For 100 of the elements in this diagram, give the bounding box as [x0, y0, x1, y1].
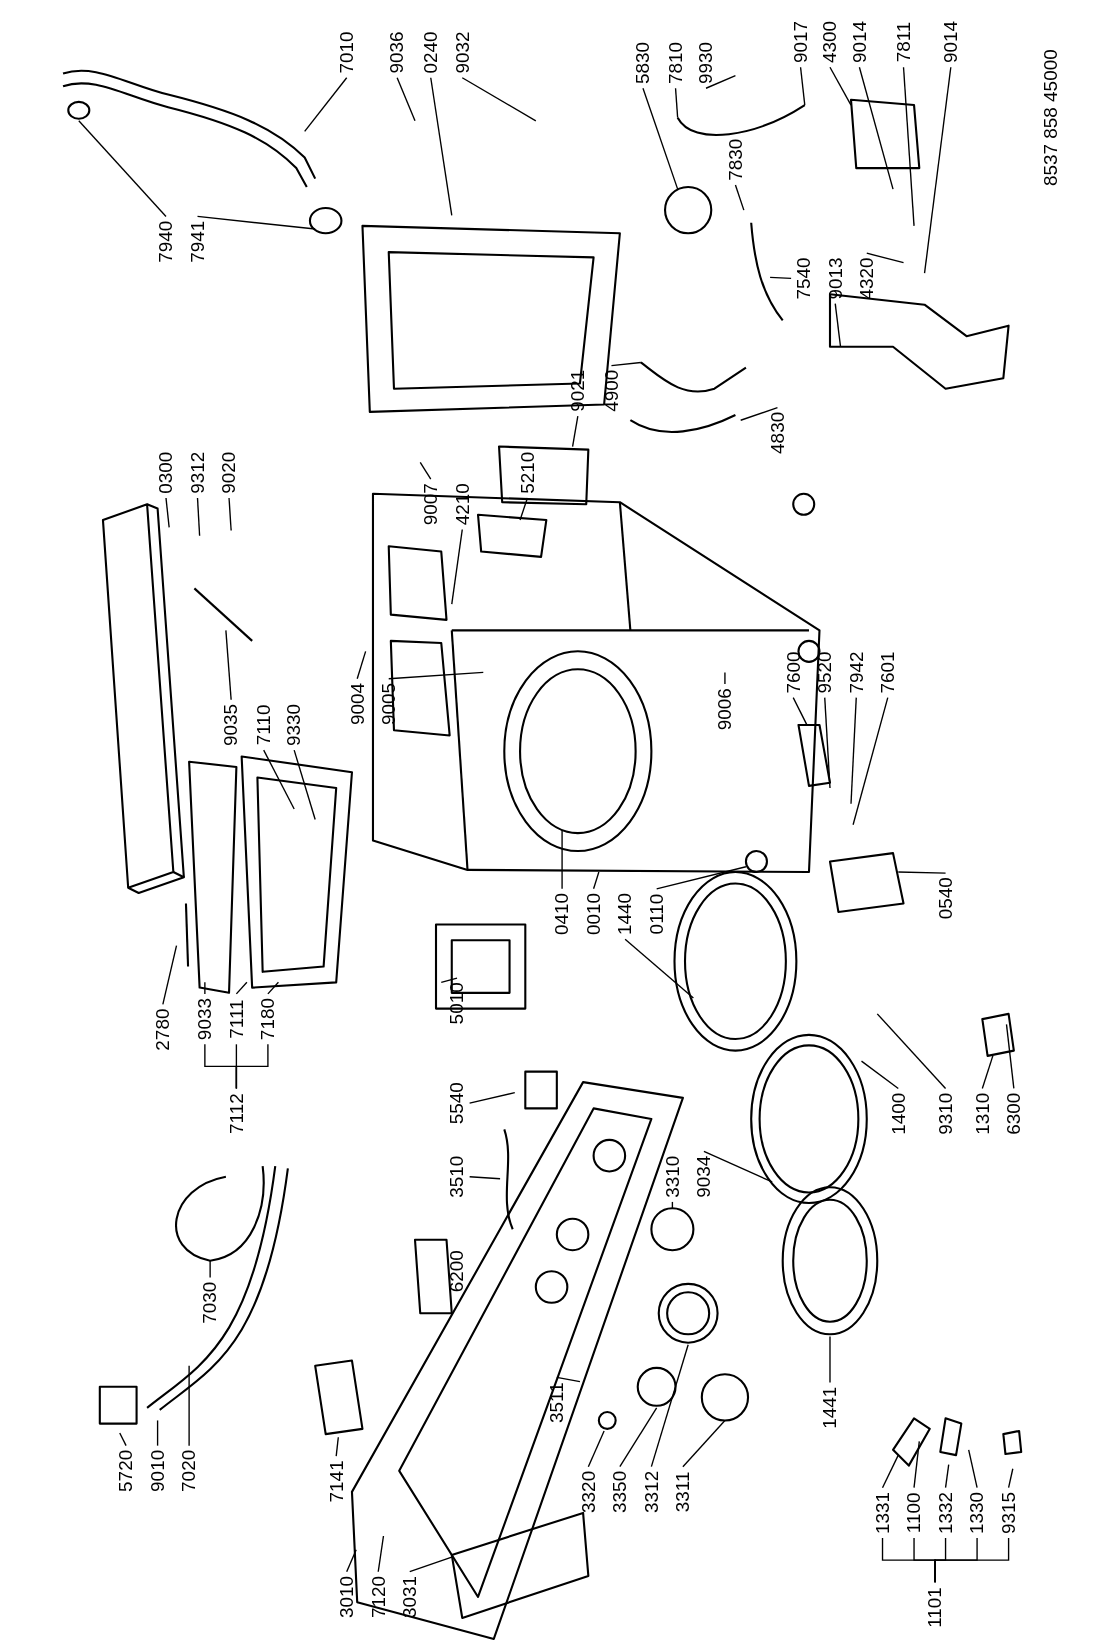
callout-number: 9032	[452, 31, 472, 74]
leader-line	[619, 1407, 658, 1468]
leader-line	[468, 1176, 501, 1180]
callout-number: 7180	[258, 998, 278, 1041]
leader-line	[356, 650, 367, 680]
callout-number: 3010	[337, 1575, 357, 1618]
leader-line	[1007, 1468, 1014, 1489]
leader-line	[829, 1335, 831, 1384]
leader-line	[705, 74, 737, 89]
leader-line	[682, 1419, 726, 1468]
callout-number: 3031	[400, 1575, 420, 1618]
callout-number: 7811	[894, 21, 913, 63]
leader-line	[430, 77, 453, 217]
callout-number: 2780	[153, 1008, 173, 1051]
callout-number: 3312	[641, 1470, 661, 1513]
leader-line	[556, 1376, 581, 1383]
callout-number: 4320	[857, 257, 877, 300]
leader-line	[461, 77, 537, 122]
callout-number: 7941	[188, 220, 207, 263]
callout-number: 1441	[820, 1386, 840, 1429]
leader-line	[1005, 1023, 1015, 1090]
leader-line	[346, 1549, 357, 1573]
leader-line	[769, 276, 792, 280]
leader-line	[650, 1344, 689, 1468]
callout-number: 6200	[447, 1250, 467, 1293]
leader-line	[876, 1013, 947, 1090]
callout-number: 9033	[195, 998, 215, 1041]
leader-line	[792, 696, 808, 726]
callout-number: 9315	[999, 1491, 1019, 1534]
callout-number: 7830	[726, 138, 745, 181]
leader-line	[209, 1260, 211, 1279]
callout-number: 9017	[791, 21, 811, 64]
leader-line	[293, 749, 316, 821]
leader-line	[571, 415, 579, 448]
leader-line	[468, 1091, 516, 1104]
callout-number: 7540	[794, 257, 814, 300]
callout-number: 4300	[820, 21, 840, 64]
callout-number: 9312	[188, 451, 207, 494]
callout-number: 1330	[967, 1491, 987, 1534]
leader-line	[225, 629, 232, 701]
callout-number: 7110	[254, 704, 274, 746]
leader-line	[913, 1440, 920, 1489]
leader-line	[162, 944, 178, 1006]
callout-number: 7810	[666, 42, 685, 85]
leader-line	[824, 696, 831, 789]
leader-line	[235, 1043, 269, 1090]
leader-line	[440, 977, 458, 983]
leader-line	[703, 1150, 773, 1183]
callout-number: 1332	[936, 1491, 955, 1534]
leader-line	[852, 696, 889, 826]
leader-line	[78, 120, 167, 218]
callout-number: 5010	[447, 982, 467, 1025]
callout-number: 9035	[221, 703, 241, 746]
callout-number: 1400	[888, 1092, 908, 1135]
leader-line	[829, 66, 852, 106]
callout-number: 9004	[347, 682, 367, 725]
leader-line	[902, 66, 915, 227]
leader-line	[858, 66, 894, 190]
callout-number: 7020	[179, 1449, 199, 1492]
leader-line	[377, 1535, 385, 1573]
callout-number: 6300	[1004, 1092, 1024, 1135]
leader-line	[944, 1463, 950, 1489]
callout-number: 7120	[368, 1575, 388, 1618]
callout-number: 9930	[696, 42, 716, 85]
callout-number: 0010	[584, 893, 604, 936]
callout-number: 7112	[226, 1093, 246, 1134]
leader-line	[724, 671, 726, 685]
callout-number: 1331	[873, 1491, 892, 1534]
callout-number: 5720	[116, 1449, 136, 1492]
leader-line	[734, 184, 745, 211]
leader-line	[860, 1060, 899, 1090]
leader-line	[304, 77, 348, 132]
leader-line	[934, 1537, 1010, 1583]
callout-number: 3310	[662, 1155, 682, 1198]
leader-line	[204, 981, 206, 995]
callout-number: 7030	[200, 1281, 220, 1324]
leader-line	[396, 77, 416, 122]
callout-number: 1440	[615, 893, 635, 936]
leader-line	[263, 749, 295, 810]
leader-line	[335, 1436, 339, 1457]
callout-number: 3510	[447, 1155, 467, 1198]
callout-number: 0240	[421, 31, 441, 74]
callout-number: 9014	[941, 21, 961, 64]
leader-line	[740, 406, 779, 421]
leader-line	[671, 1201, 674, 1209]
callout-number: 9036	[387, 31, 407, 74]
leader-line	[587, 1430, 605, 1468]
leader-line	[981, 1055, 994, 1090]
callout-number: 5210	[517, 451, 537, 494]
callout-number: 7942	[846, 651, 866, 694]
leader-line	[561, 829, 563, 890]
callout-number: 5830	[633, 42, 653, 85]
callout-number: 9020	[219, 451, 239, 494]
callout-number: 0300	[156, 451, 176, 494]
leader-line	[409, 1556, 453, 1573]
part-number: 8537 858 45000	[1041, 49, 1061, 187]
leader-line	[897, 871, 947, 874]
leader-line	[592, 871, 600, 890]
leader-line	[799, 66, 806, 106]
leader-line	[655, 866, 747, 890]
